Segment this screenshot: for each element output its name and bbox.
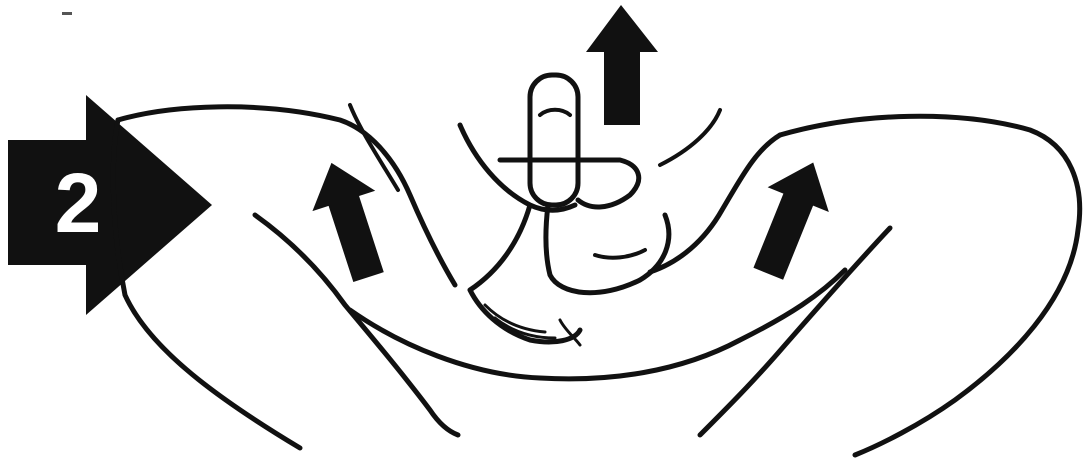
left-knee-fold bbox=[350, 105, 398, 190]
right-inner-leg bbox=[700, 228, 890, 435]
right-knee-fold bbox=[660, 110, 720, 165]
up-arrow-icon bbox=[738, 150, 844, 286]
hand-knuckle bbox=[595, 250, 645, 258]
hand-fingers-lower bbox=[546, 205, 669, 293]
up-arrow-icon bbox=[586, 5, 658, 125]
step-number: 2 bbox=[55, 161, 102, 245]
baby-head-back bbox=[470, 205, 580, 342]
step-badge: 2 bbox=[8, 140, 128, 265]
speck bbox=[62, 12, 72, 15]
finger-upper bbox=[530, 75, 578, 205]
